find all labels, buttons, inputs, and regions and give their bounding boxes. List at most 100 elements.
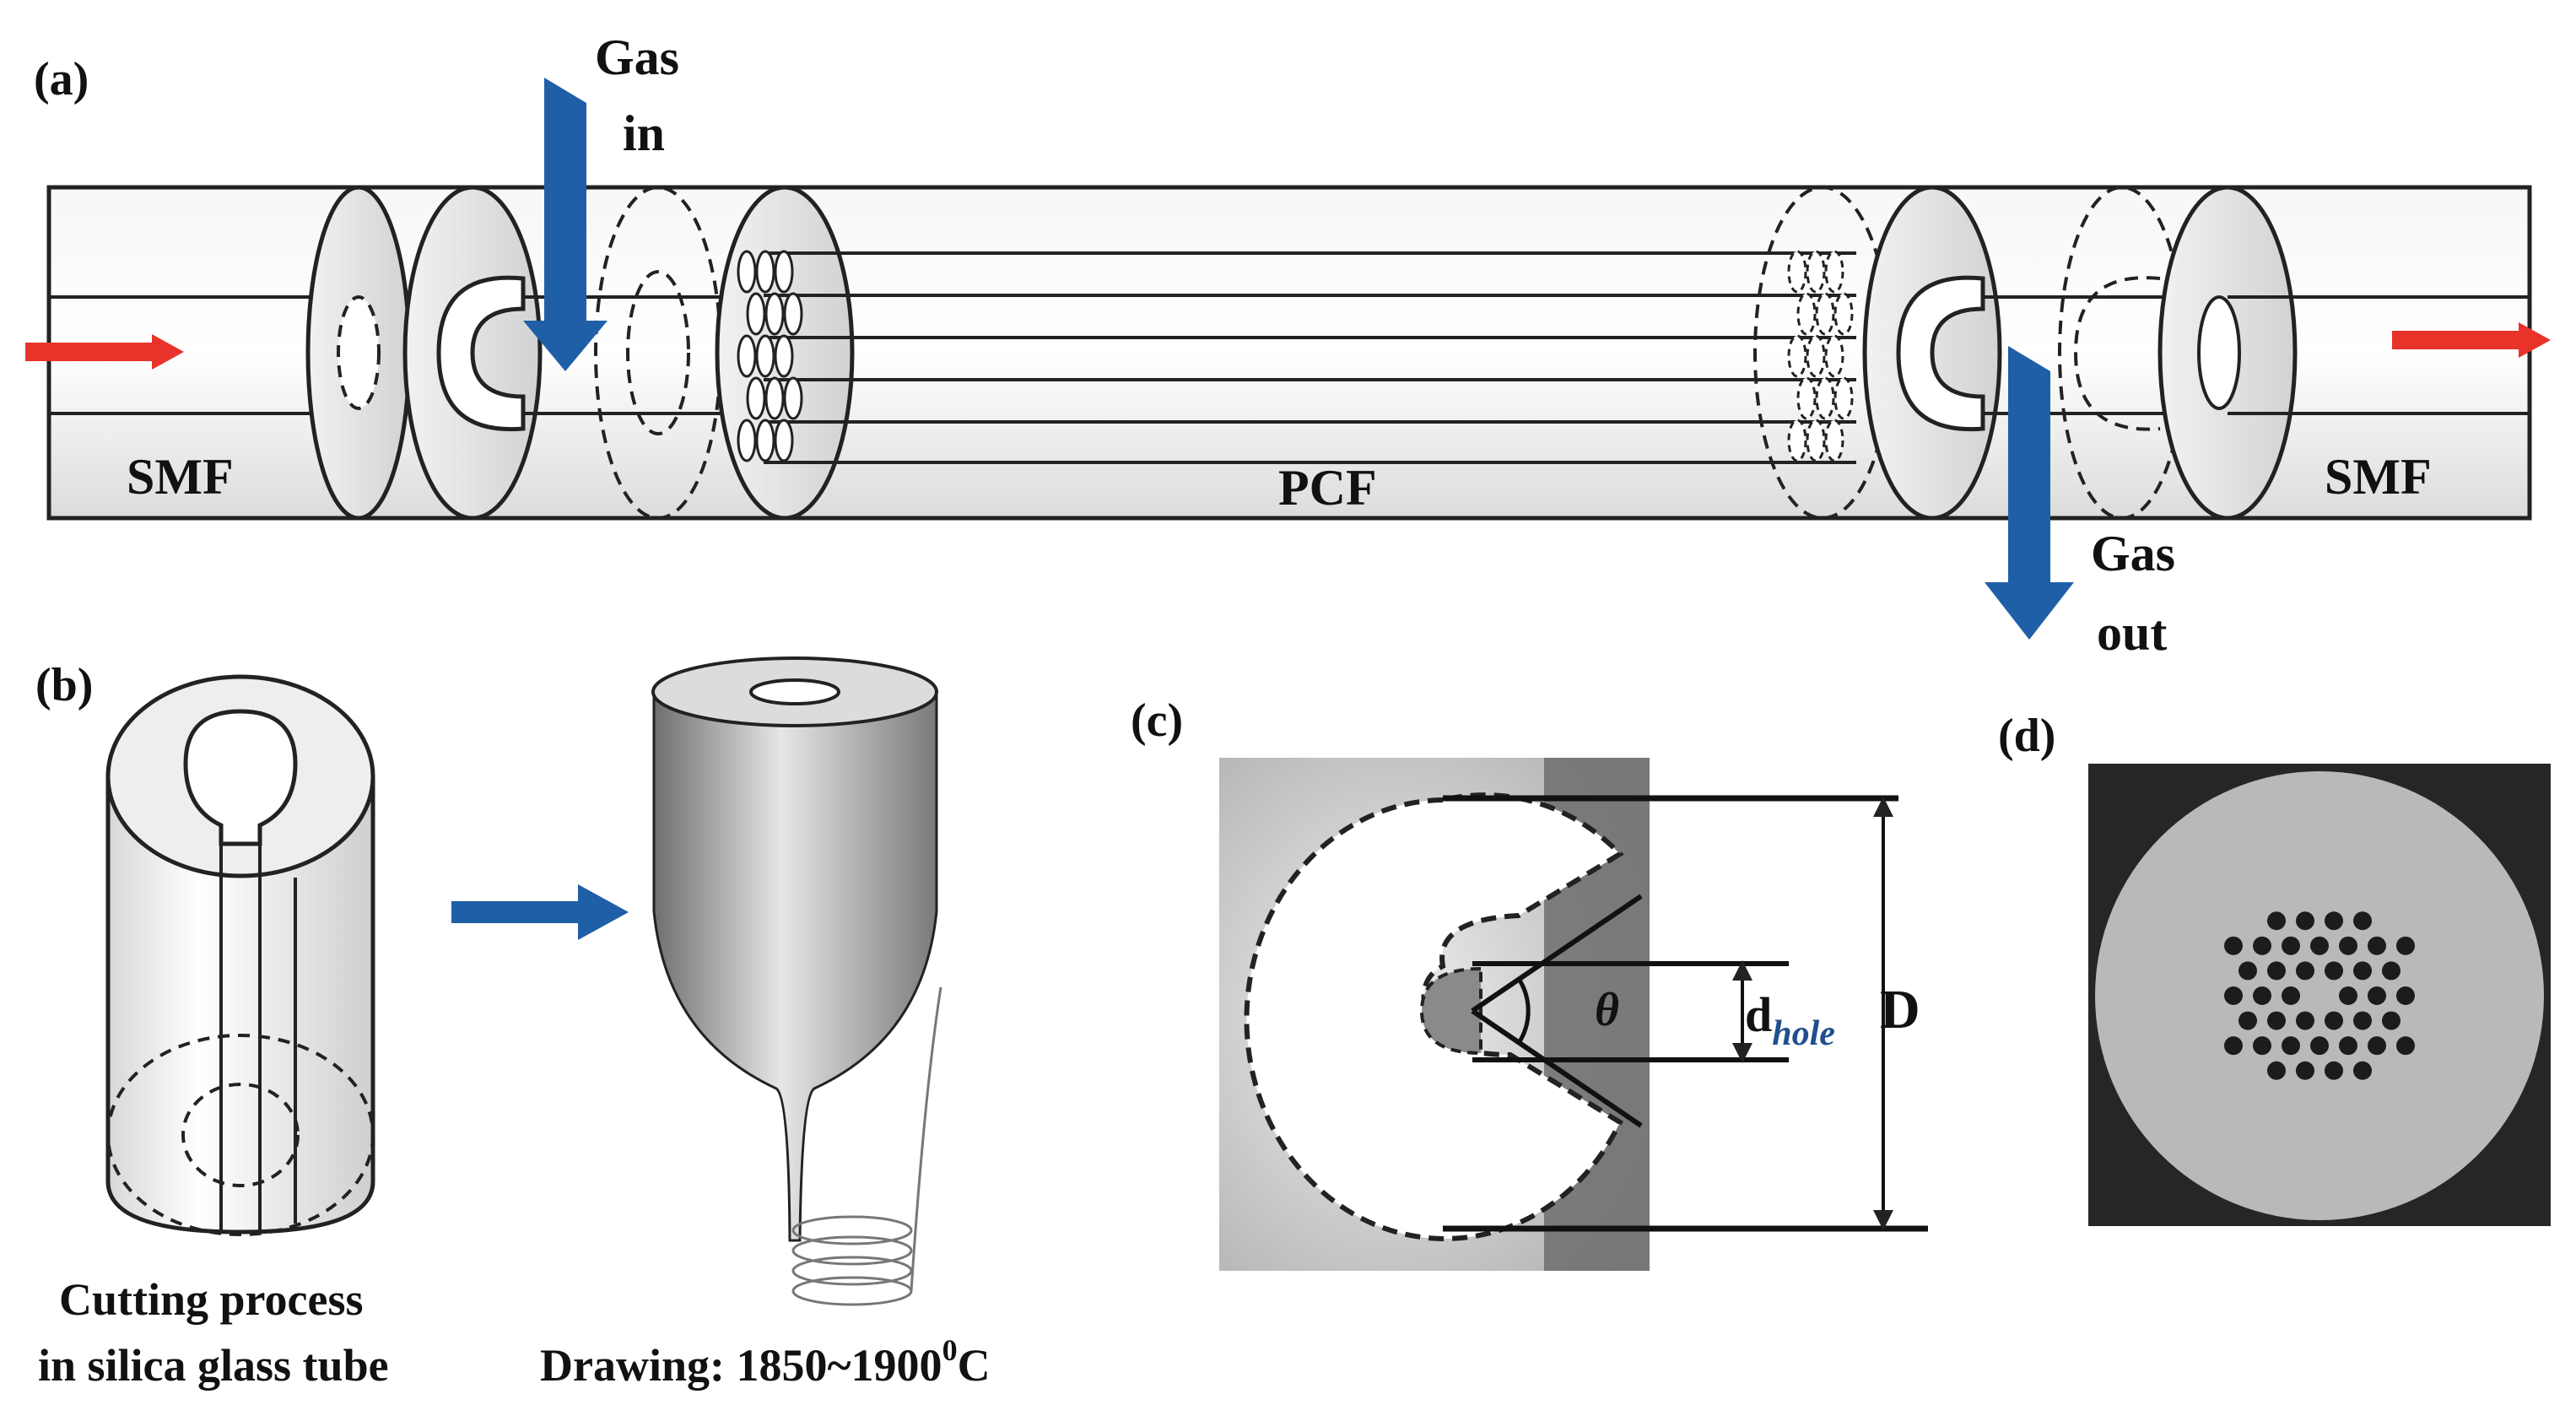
micrograph-hole — [2296, 1011, 2314, 1030]
micrograph-hole — [2353, 961, 2372, 981]
smf-right-label: SMF — [2325, 449, 2432, 505]
micrograph-hole — [2296, 1061, 2314, 1080]
pcf-hole — [764, 376, 785, 420]
smf-left — [49, 185, 412, 521]
gas-out-label-2: out — [2097, 605, 2167, 661]
theta-label: θ — [1595, 984, 1619, 1036]
panel-d-label: (d) — [1998, 710, 2055, 762]
pcf-hole — [746, 292, 766, 336]
cut-silica-tube — [105, 674, 375, 1236]
pcf-hole — [1806, 419, 1826, 462]
micrograph-hole — [2310, 1036, 2329, 1056]
pcf-hole — [774, 419, 794, 462]
micrograph-hole — [2353, 1061, 2372, 1080]
micrograph-hole — [2396, 1036, 2415, 1056]
micrograph-hole — [2238, 961, 2257, 981]
output-light-arrow — [2392, 322, 2551, 358]
micrograph-hole — [2339, 986, 2357, 1005]
c-connector-left — [402, 185, 726, 521]
micrograph-hole — [2353, 911, 2372, 931]
pcf-hole — [783, 292, 803, 336]
gas-in-label-2: in — [623, 105, 665, 161]
smf-right — [2157, 185, 2530, 521]
pcf-label: PCF — [1278, 460, 1377, 516]
pcf-hole — [1796, 376, 1817, 420]
d-hole-main: d — [1745, 987, 1772, 1042]
pcf-hole — [1833, 376, 1854, 420]
micrograph-hole-array — [2224, 911, 2415, 1080]
panel-d: (d) — [1998, 710, 2551, 1226]
gas-out-arrow — [1985, 346, 2074, 640]
pcf-hole — [1787, 250, 1807, 294]
pcf-hole — [1787, 334, 1807, 378]
micrograph-hole — [2310, 936, 2329, 955]
panel-b: (b) Cutting process in silica glass tube — [35, 656, 991, 1391]
pcf-hole — [1824, 334, 1844, 378]
micrograph-hole — [2396, 986, 2415, 1005]
pcf-hole — [1787, 419, 1807, 462]
pcf-hole-array-left — [737, 250, 803, 462]
micrograph-hole — [2382, 961, 2400, 981]
cutting-caption-2: in silica glass tube — [38, 1340, 389, 1391]
micrograph-hole — [2267, 911, 2286, 931]
pcf-hole — [755, 334, 775, 378]
micrograph-hole — [2238, 1011, 2257, 1030]
micrograph-hole — [2325, 911, 2343, 931]
drawing-temp-sup: 0 — [942, 1333, 958, 1367]
micrograph-hole — [2224, 986, 2243, 1005]
micrograph-hole — [2339, 936, 2357, 955]
pcf-hole — [774, 334, 794, 378]
panel-c: (c) θ dhole D — [1131, 694, 1928, 1271]
d-hole-sub: hole — [1772, 1014, 1835, 1053]
pcf-hole — [774, 250, 794, 294]
pcf-hole — [746, 376, 766, 420]
micrograph-hole — [2368, 986, 2386, 1005]
micrograph-hole — [2253, 1036, 2271, 1056]
micrograph-hole — [2282, 986, 2300, 1005]
drawn-preform — [651, 656, 942, 1306]
pcf-hole — [1824, 419, 1844, 462]
pcf-hole — [1806, 250, 1826, 294]
micrograph-hole — [2253, 986, 2271, 1005]
pcf-hole — [1806, 334, 1826, 378]
micrograph-hole — [2325, 1061, 2343, 1080]
pcf-hole — [755, 419, 775, 462]
micrograph-hole — [2339, 1036, 2357, 1056]
micrograph-hole — [2382, 1011, 2400, 1030]
pcf-hole — [737, 250, 757, 294]
pcf-hole — [1815, 376, 1835, 420]
drawing-caption-text: Drawing: 1850~1900 — [540, 1340, 942, 1391]
drawing-temp-unit: C — [958, 1340, 991, 1391]
pcf-hole — [755, 250, 775, 294]
gas-in-label-1: Gas — [595, 30, 679, 85]
pcf-hole-array-right — [1787, 250, 1854, 462]
micrograph-hole — [2325, 961, 2343, 981]
process-arrow — [451, 884, 629, 940]
panel-a: (a) Gas in — [25, 30, 2551, 661]
pcf-hole — [764, 292, 785, 336]
c-cross-section — [1244, 792, 1624, 1241]
micrograph-hole — [2396, 936, 2415, 955]
micrograph-hole — [2296, 911, 2314, 931]
panel-b-label: (b) — [35, 659, 93, 711]
micrograph-hole — [2224, 936, 2243, 955]
c-connector-right — [1862, 185, 2194, 521]
pcf-hole — [1833, 292, 1854, 336]
micrograph-hole — [2368, 936, 2386, 955]
d-outer-dimension — [1443, 795, 1928, 1232]
pcf-hole — [1824, 250, 1844, 294]
micrograph-hole — [2224, 1036, 2243, 1056]
micrograph-hole — [2253, 936, 2271, 955]
input-light-arrow — [25, 334, 184, 370]
theta-angle — [1471, 894, 1643, 1128]
micrograph-hole — [2267, 1011, 2286, 1030]
micrograph-hole — [2267, 1061, 2286, 1080]
d-hole-dimension — [1472, 960, 1789, 1063]
panel-c-label: (c) — [1131, 694, 1183, 747]
pcf-hole — [737, 419, 757, 462]
pcf-capillaries — [764, 251, 1856, 464]
micrograph-hole — [2353, 1011, 2372, 1030]
cutting-caption-1: Cutting process — [59, 1274, 364, 1325]
gas-out-label-1: Gas — [2091, 526, 2175, 581]
micrograph-hole — [2296, 961, 2314, 981]
